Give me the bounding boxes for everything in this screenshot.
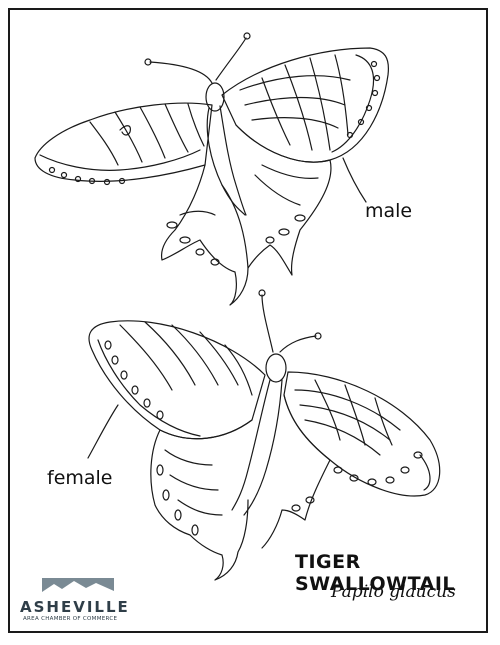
asheville-mountains-logo-icon: [41, 578, 115, 597]
male-label: male: [365, 200, 413, 222]
logo-subtitle: AREA CHAMBER OF COMMERCE: [23, 616, 118, 622]
female-pointer-line: [87, 404, 119, 459]
female-label: female: [47, 467, 113, 489]
logo-name: ASHEVILLE: [20, 598, 130, 616]
species-scientific-name: Papilo glaucus: [331, 582, 456, 602]
male-antenna-left: [149, 61, 213, 84]
male-left-hindwing: [160, 164, 249, 306]
female-antenna-left: [261, 294, 274, 353]
female-thorax: [231, 379, 271, 511]
female-head: [265, 353, 287, 383]
species-common-name: TIGER SWALLOWTAIL: [295, 551, 456, 595]
page-border: [8, 8, 488, 633]
male-antenna-right: [215, 37, 247, 81]
male-butterfly: [34, 32, 390, 306]
female-antenna-right: [279, 335, 317, 353]
female-butterfly: [87, 289, 441, 581]
female-left-hindwing: [150, 419, 253, 581]
male-pointer-line: [342, 157, 367, 203]
male-thorax: [206, 107, 246, 216]
female-right-hindwing: [261, 394, 331, 549]
female-left-forewing: [88, 320, 266, 440]
male-right-hindwing: [235, 124, 332, 276]
male-head: [205, 82, 225, 112]
